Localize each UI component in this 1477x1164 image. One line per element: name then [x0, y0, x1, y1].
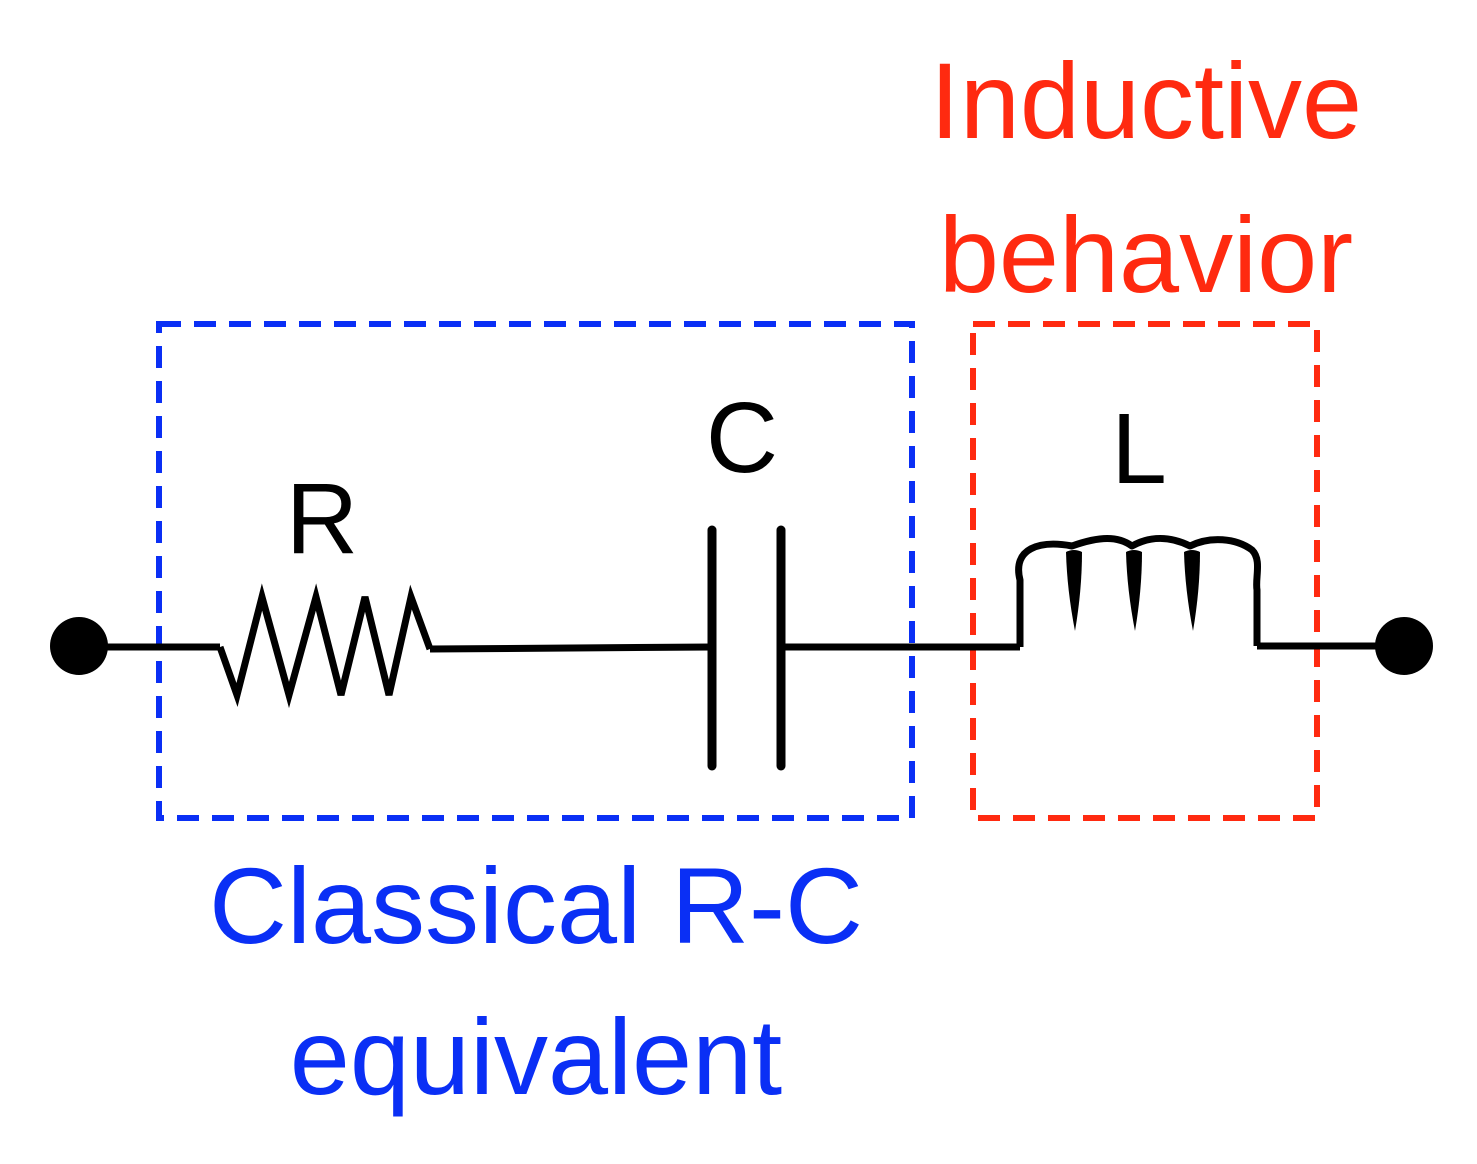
inductor-symbol	[1015, 535, 1261, 647]
rc-group-box	[156, 321, 915, 821]
rc-caption-line1: Classical R-C	[209, 845, 863, 966]
wires	[79, 642, 1404, 653]
capacitor-symbol	[707, 525, 786, 771]
inductive-caption-line2: behavior	[939, 194, 1353, 315]
capacitor-label: C	[706, 382, 778, 494]
inductor-label: L	[1111, 393, 1167, 505]
resistor-symbol	[216, 583, 434, 709]
resistor-label: R	[286, 463, 358, 575]
wire-r-to-c	[429, 643, 713, 653]
inductive-caption-line1: Inductive	[930, 40, 1362, 161]
rc-caption-line2: equivalent	[290, 996, 782, 1117]
